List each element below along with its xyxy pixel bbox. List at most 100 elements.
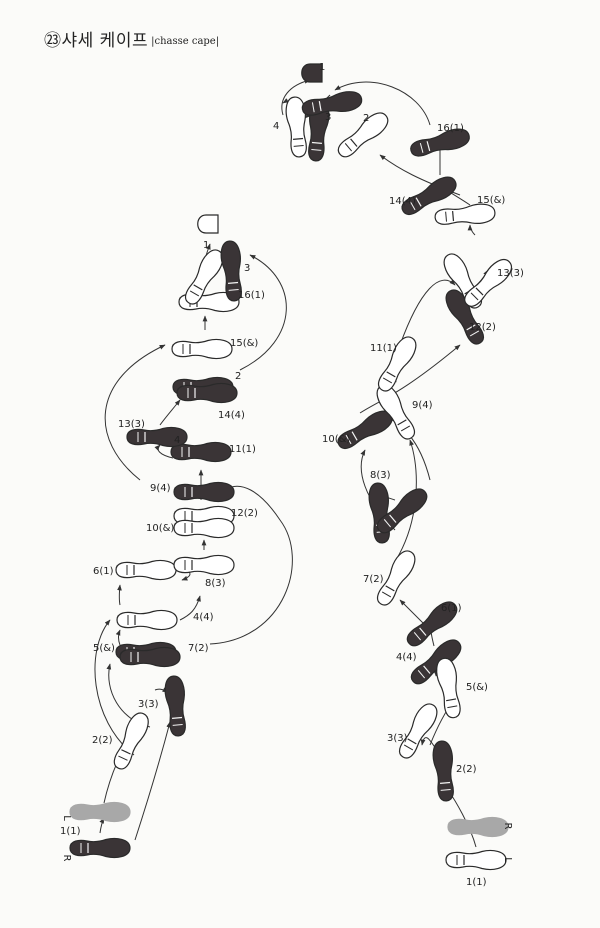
movement-arrow [134, 721, 171, 841]
follower-footprint [445, 849, 507, 871]
leader-step-label: 1 [203, 240, 209, 251]
leader-step-label: 1(1) [60, 826, 81, 837]
follower-footprint [308, 100, 330, 162]
follower-step-label: 6(1) [441, 603, 462, 614]
step-labels: 1(1)2(2)3(3)4(4)5(&)6(1)7(2)8(3)9(4)10(&… [60, 62, 524, 888]
follower-step-label: 1 [319, 62, 325, 73]
follower-footprint [301, 91, 363, 116]
follower-footprint [337, 410, 393, 450]
follower-step-label: 14(4) [389, 196, 416, 207]
figure-title: ㉓샤세 케이프|chasse cape| [44, 26, 219, 51]
movement-arrow [115, 629, 121, 646]
leader-foot-side-label: R [61, 855, 72, 862]
follower-footprint [285, 96, 307, 158]
follower-foot-side-label: L [502, 857, 513, 863]
follower-footprint [401, 176, 457, 216]
follower-footprint [406, 601, 458, 647]
leader-step-label: 4(4) [193, 612, 214, 623]
leader-step-label: 3 [244, 263, 250, 274]
movement-arrow [154, 444, 174, 459]
leader-step-label: 4 [174, 435, 180, 446]
follower-step-label: 12(2) [469, 322, 496, 333]
follower-footprint [377, 336, 417, 392]
leader-footprint [115, 559, 177, 581]
leader-step-label: 12(2) [231, 508, 258, 519]
movement-arrows [94, 78, 489, 848]
follower-step-label: 11(1) [370, 343, 397, 354]
movement-arrow [209, 485, 293, 645]
leader-footprint [173, 481, 235, 503]
follower-step-label: 3 [325, 112, 331, 123]
follower-step-label: 2(2) [456, 764, 477, 775]
leader-step-label: 13(3) [118, 419, 145, 430]
leader-foot-side-label: L [61, 815, 72, 821]
follower-step-label: 9(4) [412, 400, 433, 411]
leader-footprint [171, 338, 233, 360]
leader-footprint [119, 646, 181, 668]
follower-footprint [434, 203, 496, 225]
leader-footprint [176, 382, 238, 404]
leader-footprint [69, 801, 131, 823]
figure-number: ㉓ [44, 31, 62, 51]
follower-step-label: 3(3) [387, 733, 408, 744]
follower-footprint [410, 128, 470, 157]
follower-step-label: 8(3) [370, 470, 391, 481]
movement-arrow [467, 224, 476, 236]
follower-footprint [445, 289, 485, 345]
movement-arrow [334, 81, 431, 126]
leader-footprint [126, 426, 188, 448]
leader-step-label: 9(4) [150, 483, 171, 494]
leader-step-label: 10(&) [146, 523, 174, 534]
follower-step-label: 15(&) [477, 195, 505, 206]
leader-step-label: 7(2) [188, 643, 209, 654]
follower-footprint [436, 657, 461, 719]
movement-arrow [447, 789, 477, 848]
follower-foot-side-label: R [502, 823, 513, 830]
follower-step-label: 7(2) [363, 574, 384, 585]
follower-step-label: 4(4) [396, 652, 417, 663]
leader-footprint [173, 517, 235, 539]
follower-footprints [285, 63, 513, 871]
leader-step-label: 2(2) [92, 735, 113, 746]
follower-footprint [376, 488, 428, 534]
movement-arrow [281, 78, 311, 116]
follower-step-label: 13(3) [497, 268, 524, 279]
movement-arrow [239, 254, 287, 371]
leader-step-label: 2 [235, 371, 241, 382]
follower-step-label: 4 [273, 121, 279, 132]
leader-footprint [69, 837, 131, 859]
leader-step-label: 6(1) [93, 566, 114, 577]
leader-footprint [197, 214, 219, 234]
follower-footprint [432, 740, 454, 802]
movement-arrow [399, 599, 426, 626]
follower-step-label: 1(1) [466, 877, 487, 888]
follower-footprint [398, 703, 438, 759]
movement-arrow [399, 279, 456, 346]
follower-step-label: 10(&) [322, 434, 350, 445]
movement-arrow [179, 595, 201, 621]
leader-footprint [116, 609, 178, 631]
leader-footprint [184, 249, 224, 305]
follower-footprint [447, 816, 509, 838]
movement-arrow [104, 344, 166, 481]
leader-step-label: 15(&) [230, 338, 258, 349]
leader-footprint [164, 675, 186, 737]
follower-footprint [376, 550, 416, 606]
leader-footprint [173, 554, 235, 576]
movement-arrow [94, 619, 135, 756]
leader-step-label: 14(4) [218, 410, 245, 421]
leader-footprint [220, 240, 242, 302]
follower-footprint [410, 639, 462, 685]
follower-footprint [337, 112, 389, 158]
leader-step-label: 3(3) [138, 699, 159, 710]
follower-footprint [464, 258, 513, 307]
follower-step-label: 16(1) [437, 123, 464, 134]
leader-footprint [170, 441, 232, 463]
movement-arrow [159, 399, 181, 426]
title-korean: 샤세 케이프 [61, 31, 149, 51]
leader-step-label: 8(3) [205, 578, 226, 589]
leader-step-label: 11(1) [229, 444, 256, 455]
follower-step-label: 2 [363, 113, 369, 124]
follower-footprint [301, 63, 323, 83]
